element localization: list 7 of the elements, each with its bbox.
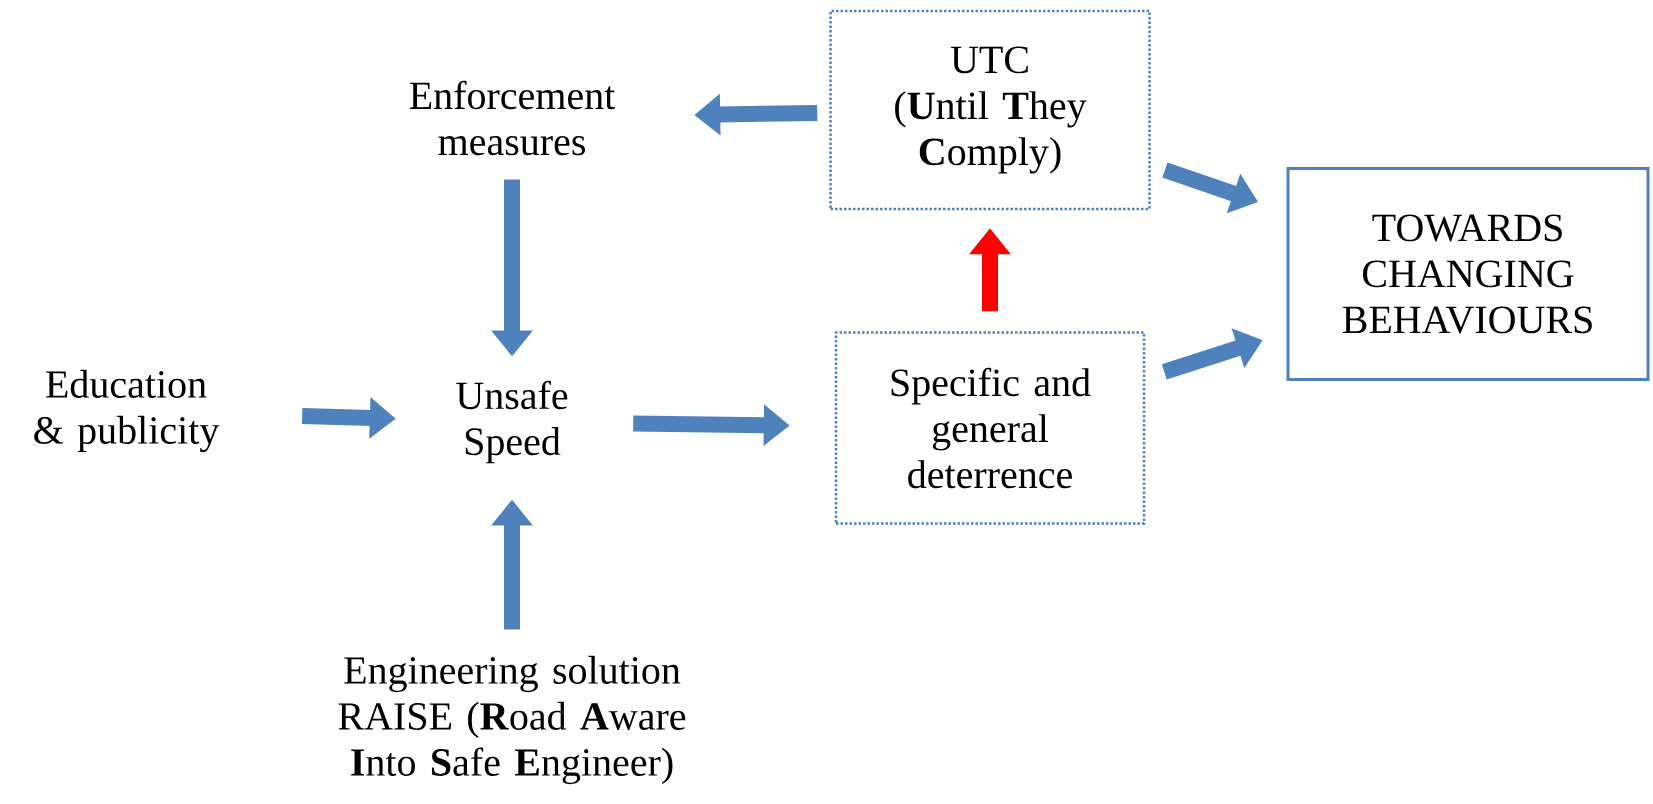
process-box: UTC (Until They Comply) <box>829 9 1151 211</box>
outcome-box: TOWARDS CHANGING BEHAVIOURS <box>1286 167 1650 381</box>
text-label: Enforcement measures <box>409 80 616 156</box>
text-label: Unsafe Speed <box>456 380 568 464</box>
process-box: Specific and general deterrence <box>834 331 1146 525</box>
text-label: Education & publicity <box>34 369 220 453</box>
text-label: Engineering solution RAISE (Road Aware Into Safe Engineer) <box>338 655 686 785</box>
